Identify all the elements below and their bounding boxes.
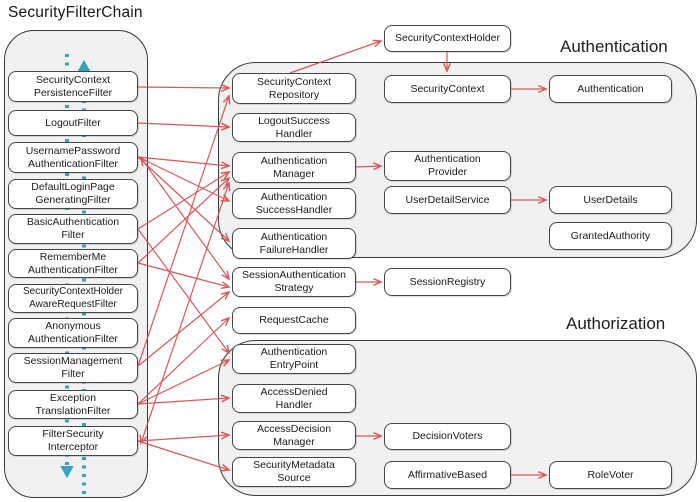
node-exception-translation-filter: Exception TranslationFilter (8, 390, 138, 419)
node-security-metadata-source: SecurityMetadata Source (232, 457, 356, 487)
node-session-registry: SessionRegistry (384, 268, 511, 296)
node-filter-security-interceptor: FilterSecurity Interceptor (8, 426, 138, 456)
node-security-context: SecurityContext (384, 75, 511, 103)
node-anonymous-authentication-filter: Anonymous AuthenticationFilter (8, 318, 138, 348)
diagram-title: SecurityFilterChain (8, 4, 143, 21)
authorization-group-label: Authorization (566, 314, 666, 333)
node-role-voter: RoleVoter (549, 461, 672, 489)
node-granted-authority: GrantedAuthority (549, 222, 672, 250)
node-authentication-success-handler: Authentication SuccessHandler (232, 188, 356, 219)
node-access-decision-manager: AccessDecision Manager (232, 421, 356, 450)
node-authentication-provider: Authentication Provider (384, 151, 511, 181)
authentication-group-label: Authentication (560, 37, 668, 56)
node-basic-authentication-filter: BasicAuthentication Filter (8, 214, 138, 244)
node-security-context-persistence-filter: SecurityContext PersistenceFilter (8, 71, 138, 102)
node-authentication-failure-handler: Authentication FailureHandler (232, 228, 356, 259)
node-security-context-holder-aware-request-filter: SecurityContextHolder AwareRequestFilter (8, 284, 138, 313)
node-security-context-repository: SecurityContext Repository (232, 73, 356, 104)
node-authentication-manager: Authentication Manager (232, 152, 356, 183)
node-user-details: UserDetails (549, 186, 672, 214)
node-request-cache: RequestCache (232, 307, 356, 334)
node-user-detail-service: UserDetailService (384, 186, 511, 214)
node-security-context-holder: SecurityContextHolder (384, 25, 511, 52)
node-decision-voters: DecisionVoters (384, 423, 511, 450)
node-access-denied-handler: AccessDenied Handler (232, 384, 356, 413)
node-session-management-filter: SessionManagement Filter (8, 353, 138, 383)
node-username-password-authentication-filter: UsernamePassword AuthenticationFilter (8, 142, 138, 173)
node-session-authentication-strategy: SessionAuthentication Strategy (232, 267, 356, 297)
node-logout-success-handler: LogoutSuccess Handler (232, 113, 356, 142)
node-remember-me-authentication-filter: RememberMe AuthenticationFilter (8, 249, 138, 278)
node-authentication-entry-point: Authentication EntryPoint (232, 344, 356, 374)
node-authentication: Authentication (549, 75, 672, 103)
node-logout-filter: LogoutFilter (8, 110, 138, 136)
node-default-login-page-generating-filter: DefaultLoginPage GeneratingFilter (8, 179, 138, 209)
node-affirmative-based: AffirmativeBased (384, 461, 511, 489)
